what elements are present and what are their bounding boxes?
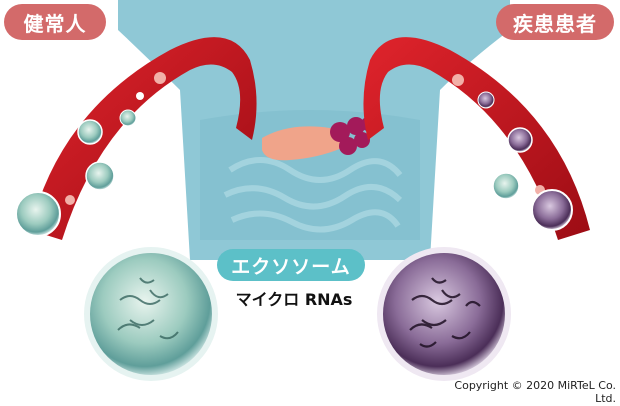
healthy-exosome-large: [84, 247, 218, 381]
healthy-exosome-particles: [15, 72, 166, 237]
patient-exosome-particles: [452, 74, 573, 231]
healthy-person-label: 健常人: [4, 4, 106, 40]
patient-label: 疾患患者: [496, 4, 614, 40]
patient-exosome-large: [377, 247, 511, 381]
pancreas: [262, 126, 343, 161]
copyright-text: Copyright © 2020 MiRTeL Co. Ltd.: [454, 379, 616, 405]
microrna-label: マイクロ RNAs: [235, 290, 353, 309]
torso-silhouette: [118, 0, 510, 260]
intestines: [223, 157, 403, 233]
exosome-label: エクソソーム: [217, 249, 365, 281]
